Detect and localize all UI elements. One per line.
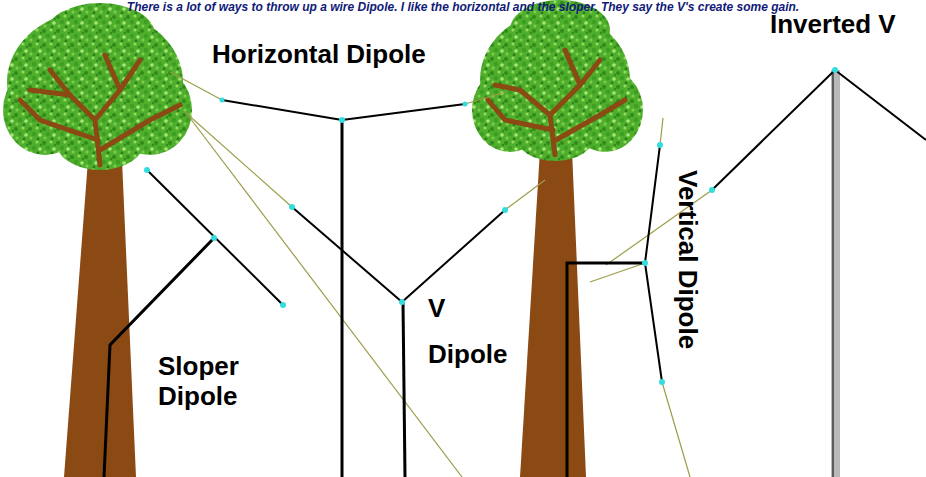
antenna-name: Inverted V [770,10,896,40]
antenna-name: Horizontal Dipole [212,40,426,70]
feedline [104,120,645,477]
tree [472,0,643,477]
mast [831,70,840,477]
caption-text: There is a lot of ways to throw up a wir… [127,1,799,15]
antenna-name: Sloper Dipole [158,352,268,412]
antenna-wire [147,70,926,382]
antenna-name: V Dipole [428,286,523,377]
insulator [144,67,838,385]
antenna-name: Vertical Dipole [672,170,702,349]
